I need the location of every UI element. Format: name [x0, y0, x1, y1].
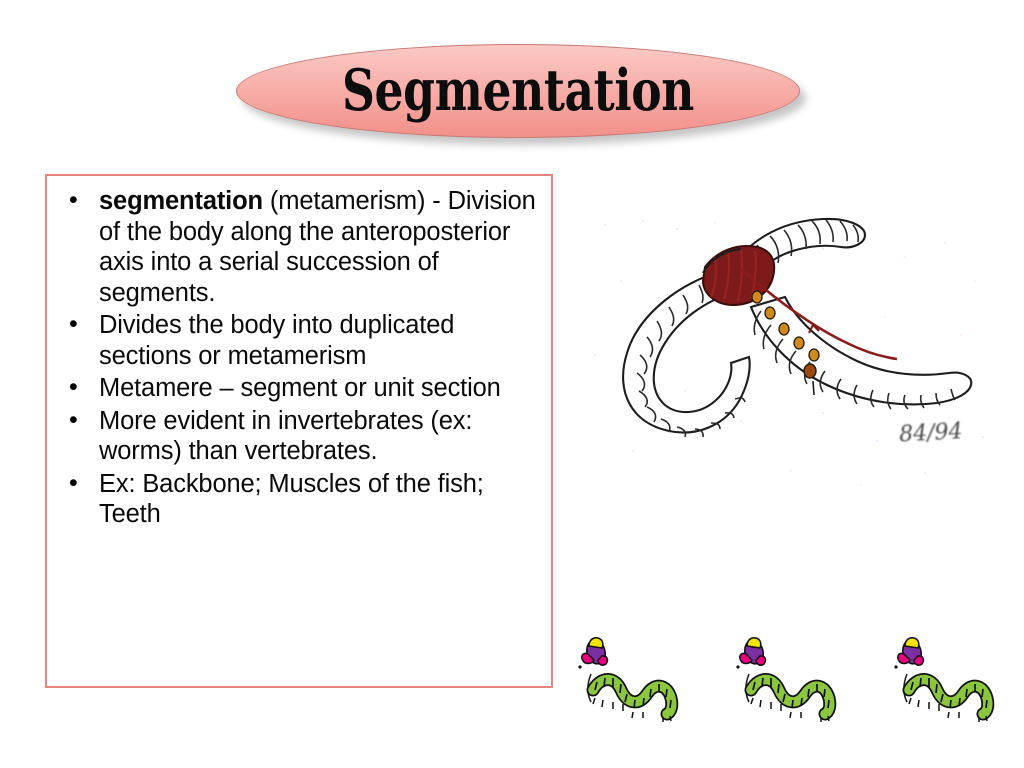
page-title: Segmentation: [341, 56, 694, 124]
bullet-text: (metamerism) - Division of the body alon…: [99, 187, 536, 307]
bullet-text: More evident in invertebrates (ex: worms…: [99, 406, 473, 466]
bullet-bold-term: segmentation: [99, 187, 263, 215]
caterpillar-row: [565, 632, 1005, 724]
list-item: More evident in invertebrates (ex: worms…: [53, 405, 545, 467]
sketch-caption: [575, 468, 690, 482]
slide-title-banner: Segmentation: [236, 44, 806, 145]
bullet-text: Ex: Backbone; Muscles of the fish; Teeth: [99, 469, 484, 529]
title-ellipse: Segmentation: [236, 44, 800, 138]
sketch-signature: 84/94: [898, 419, 964, 448]
bullet-text: Divides the body into duplicated section…: [99, 311, 455, 370]
bullet-text: Metamere – segment or unit section: [99, 374, 501, 402]
list-item: Divides the body into duplicated section…: [53, 309, 545, 371]
caterpillar-clipart: [729, 632, 841, 722]
earthworm-illustration: [565, 185, 1005, 505]
list-item: segmentation (metamerism) - Division of …: [53, 185, 545, 308]
content-textbox: segmentation (metamerism) - Division of …: [45, 174, 553, 688]
list-item: Ex: Backbone; Muscles of the fish; Teeth: [53, 468, 545, 530]
list-item: Metamere – segment or unit section: [53, 372, 545, 404]
caterpillar-clipart: [887, 632, 999, 722]
bullet-list: segmentation (metamerism) - Division of …: [53, 185, 545, 530]
caterpillar-clipart: [571, 632, 683, 722]
